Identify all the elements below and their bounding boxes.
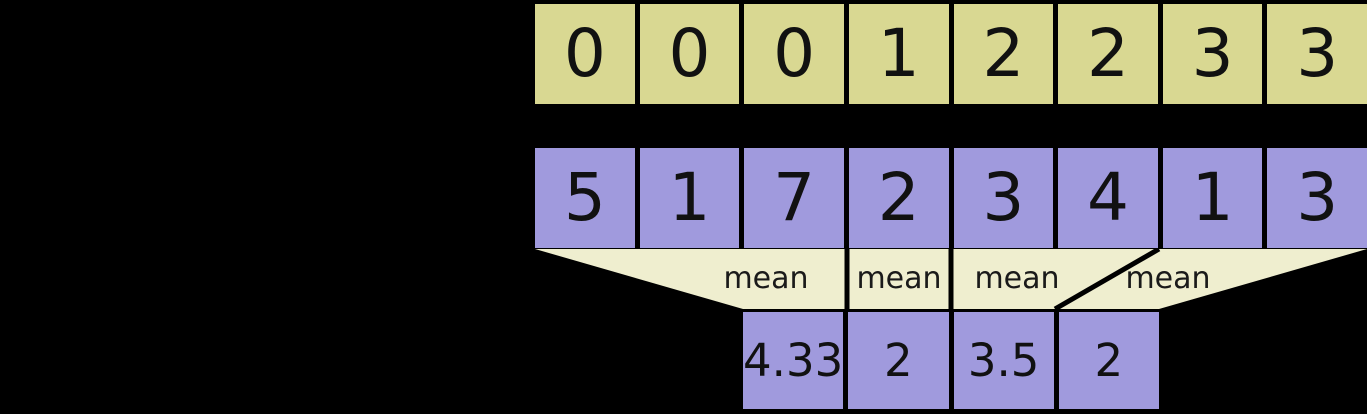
data-cell: 1 — [639, 148, 740, 248]
result-cell: 2 — [1058, 312, 1159, 409]
mean-funnel-shape — [535, 249, 1367, 310]
result-row: 4.33 2 3.5 2 — [743, 312, 1159, 409]
data-cell: 3 — [953, 148, 1054, 248]
segment-id-cell: 3 — [1162, 4, 1263, 104]
result-cell: 4.33 — [743, 312, 844, 409]
segment-id-cell: 0 — [744, 4, 844, 104]
segment-ids-row: 0 0 0 1 2 2 3 3 — [535, 4, 1367, 104]
mean-label: mean — [974, 261, 1060, 296]
mean-label: mean — [723, 261, 809, 296]
data-cell: 2 — [848, 148, 949, 248]
segment-id-cell: 0 — [535, 4, 635, 104]
segment-id-cell: 0 — [639, 4, 740, 104]
data-cell: 1 — [1162, 148, 1263, 248]
mean-label: mean — [1125, 261, 1211, 296]
mean-label: mean — [856, 261, 942, 296]
data-cell: 7 — [744, 148, 844, 248]
data-cell: 4 — [1058, 148, 1158, 248]
segment-id-cell: 2 — [953, 4, 1054, 104]
result-cell: 3.5 — [953, 312, 1054, 409]
funnel-divider-3-diagonal — [1053, 249, 1161, 310]
segment-id-cell: 1 — [848, 4, 949, 104]
segment-id-cell: 3 — [1267, 4, 1367, 104]
data-cell: 5 — [535, 148, 635, 248]
data-row: 5 1 7 2 3 4 1 3 — [535, 148, 1367, 248]
data-cell: 3 — [1267, 148, 1367, 248]
segment-id-cell: 2 — [1058, 4, 1158, 104]
result-cell: 2 — [848, 312, 949, 409]
